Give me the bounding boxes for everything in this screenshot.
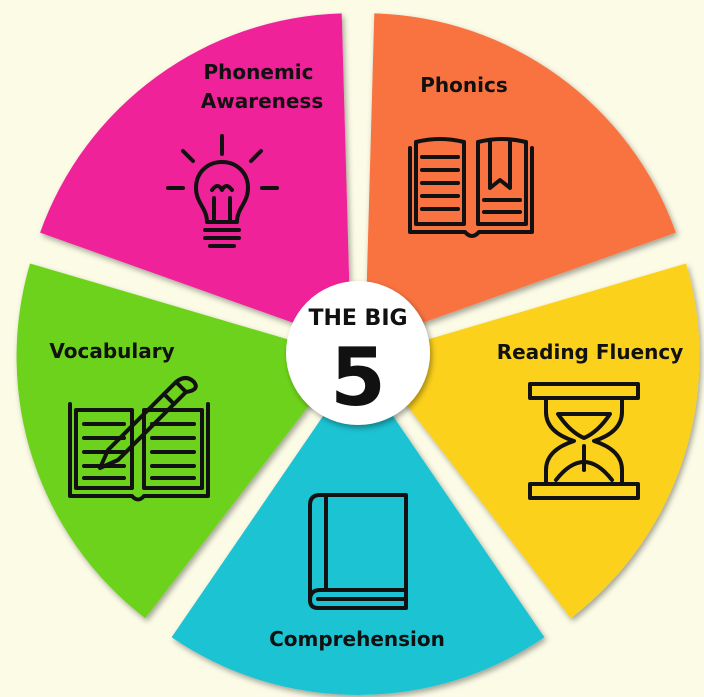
label-vocabulary: Vocabulary — [49, 339, 174, 363]
closed-book-icon — [308, 493, 408, 610]
label-phonemic-awareness: Phonemic Awareness — [201, 60, 324, 113]
open-book-bookmark-icon — [408, 137, 534, 238]
segment-comprehension — [171, 365, 545, 695]
label-phonics: Phonics — [420, 73, 508, 97]
book-and-pen-icon — [68, 376, 210, 502]
hourglass-icon — [528, 382, 640, 500]
center-title: THE BIG — [308, 306, 407, 331]
lightbulb-icon — [166, 134, 279, 248]
segment-reading-fluency — [369, 263, 700, 619]
center-number: 5 — [330, 331, 386, 424]
center-circle — [286, 281, 430, 425]
segment-vocabulary — [16, 263, 347, 619]
label-reading-fluency: Reading Fluency — [497, 340, 684, 364]
segment-phonics — [365, 13, 676, 344]
label-comprehension: Comprehension — [269, 627, 445, 651]
